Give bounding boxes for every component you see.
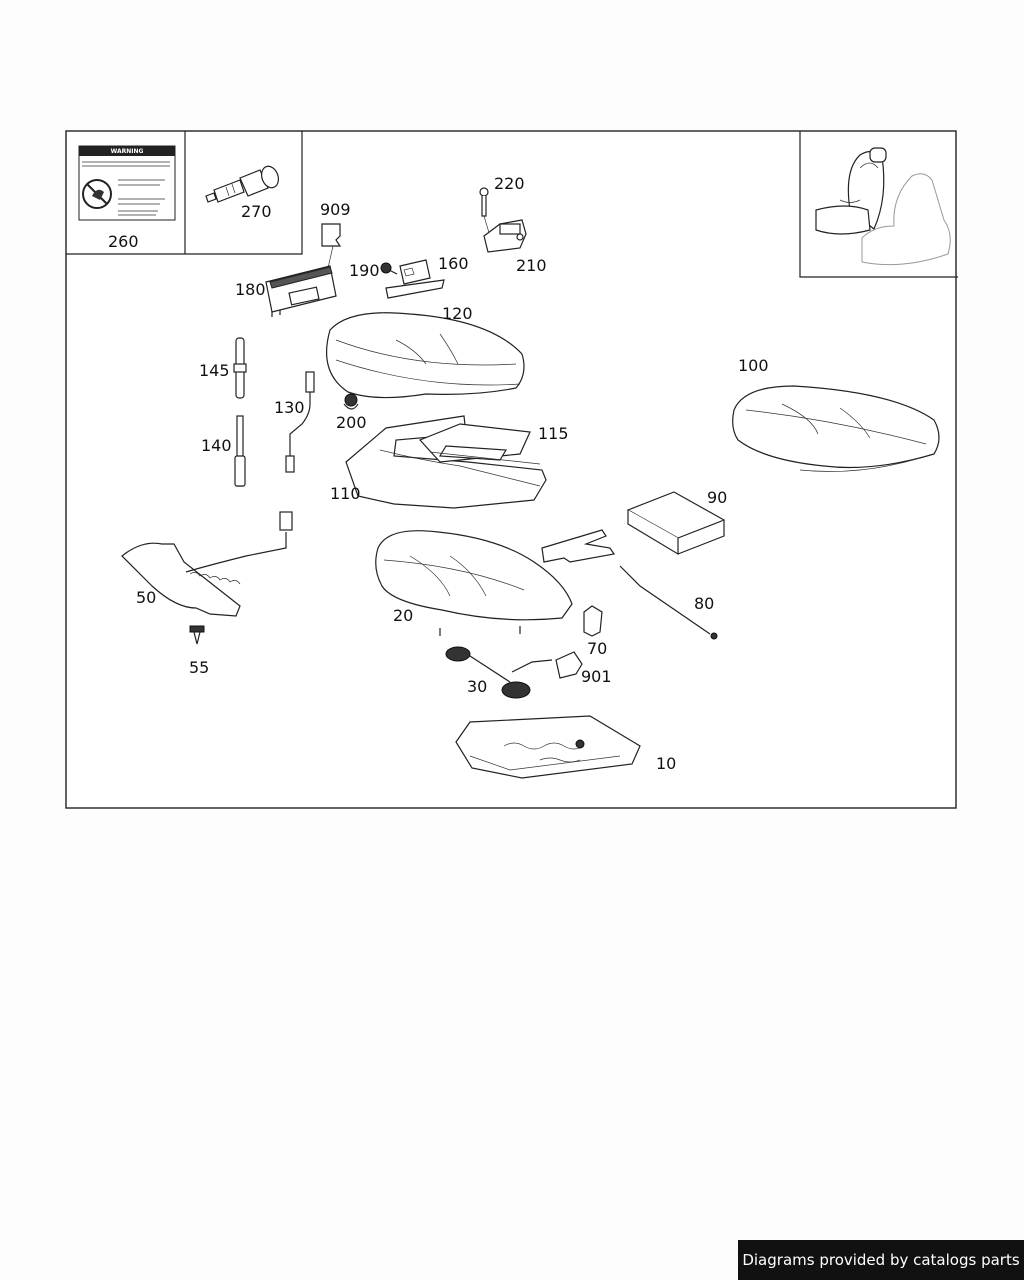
warning-label: WARNING [78,145,176,221]
callout-50: 50 [136,588,156,607]
tag-909 [321,223,342,247]
callout-55: 55 [189,658,209,677]
callout-901: 901 [581,667,612,686]
callout-260: 260 [108,232,139,251]
side-panel-50 [121,511,293,617]
callout-180: 180 [235,280,266,299]
callout-115: 115 [538,424,569,443]
foam-cushion-20 [375,530,573,636]
callout-160: 160 [438,254,469,273]
seat-frame-10 [455,715,641,779]
callout-120: 120 [442,304,473,323]
tube-145 [233,337,247,399]
pin-part [479,187,491,237]
callout-20: 20 [393,606,413,625]
callout-190: 190 [349,261,380,280]
callout-140: 140 [201,436,232,455]
callout-110: 110 [330,484,361,503]
callout-10: 10 [656,754,676,773]
hose-130 [285,371,315,473]
footer-banner: Diagrams provided by catalogs parts [738,1240,1024,1280]
mat-115 [418,423,541,465]
control-unit [265,265,337,317]
screw-190 [380,262,398,275]
callout-90: 90 [707,488,727,507]
seat-overview-frame [799,131,958,278]
bracket-210 [483,219,527,253]
callout-145: 145 [199,361,230,380]
callout-100: 100 [738,356,769,375]
callout-220: 220 [494,174,525,193]
callout-210: 210 [516,256,547,275]
sensor-30 [445,646,553,699]
inset-frame [66,131,303,255]
clip-200 [343,393,359,410]
clip-55 [189,625,205,645]
callout-80: 80 [694,594,714,613]
warning-heading: WARNING [111,148,144,155]
cushion-100 [732,385,940,472]
callout-130: 130 [274,398,305,417]
cushion-cover-120 [326,312,525,399]
pad-90 [626,491,726,556]
seat-overview [815,147,951,266]
tag-901 [555,651,583,679]
callout-30: 30 [467,677,487,696]
callout-70: 70 [587,639,607,658]
rod-140 [234,415,246,487]
sensor-mat-80 [541,529,718,640]
leader-909 [327,245,334,269]
callout-909: 909 [320,200,351,219]
callout-270: 270 [241,202,272,221]
bracket-160 [385,259,445,299]
connector-70 [583,605,603,637]
callout-200: 200 [336,413,367,432]
footer-text: Diagrams provided by catalogs parts [742,1251,1020,1269]
connector-part [205,165,280,203]
